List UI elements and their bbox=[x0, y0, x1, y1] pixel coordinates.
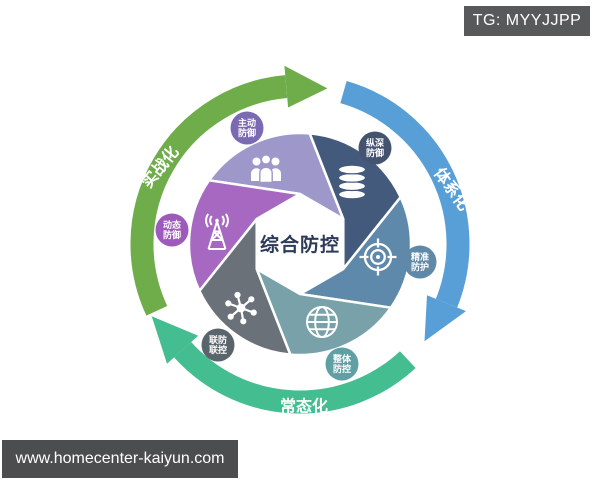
outer-ring: 实战化 体系化 常态化 bbox=[130, 65, 474, 416]
badge-overall-control: 整体 防控 bbox=[325, 347, 359, 381]
svg-text:防御: 防御 bbox=[163, 229, 181, 240]
svg-text:防御: 防御 bbox=[238, 127, 256, 138]
badge-joint-prevention: 联防 联控 bbox=[201, 328, 235, 362]
badge-dynamic-defense: 动态 防御 bbox=[155, 213, 189, 247]
network-icon bbox=[225, 291, 257, 325]
badge-active-defense: 主动 防御 bbox=[230, 111, 264, 145]
practical-arc bbox=[130, 75, 288, 316]
svg-text:防御: 防御 bbox=[366, 147, 384, 158]
tg-channel-text: TG: MYYJJPP bbox=[472, 12, 582, 29]
normalized-arc-arrowhead bbox=[151, 316, 199, 364]
badge-precise-protection: 精准 防护 bbox=[403, 245, 437, 279]
svg-text:联防: 联防 bbox=[209, 334, 227, 345]
target-icon bbox=[359, 238, 397, 276]
systematic-arc-arrowhead bbox=[424, 295, 466, 342]
normalized-arc bbox=[174, 341, 416, 414]
tower-icon bbox=[205, 213, 229, 250]
watermark-text: www.homecenter-kaiyun.com bbox=[15, 450, 225, 467]
center-title: 综合防控 bbox=[260, 233, 340, 256]
globe-icon bbox=[306, 306, 338, 338]
svg-text:动态: 动态 bbox=[163, 219, 181, 230]
practical-arc-arrowhead bbox=[284, 65, 328, 108]
svg-text:纵深: 纵深 bbox=[366, 137, 384, 148]
svg-text:整体: 整体 bbox=[332, 353, 352, 364]
svg-text:防护: 防护 bbox=[411, 261, 429, 272]
badge-defense-in-depth: 纵深 防御 bbox=[358, 131, 392, 165]
blade-dynamic-defense bbox=[187, 179, 302, 293]
tg-channel-label: TG: MYYJJPP bbox=[464, 6, 590, 36]
svg-text:主动: 主动 bbox=[238, 117, 256, 128]
svg-text:防控: 防控 bbox=[333, 363, 351, 374]
svg-text:精准: 精准 bbox=[411, 251, 429, 262]
ring-label-normalized: 常态化 bbox=[280, 397, 328, 416]
watermark-label: www.homecenter-kaiyun.com bbox=[2, 440, 238, 478]
svg-text:联控: 联控 bbox=[209, 344, 227, 355]
people-icon bbox=[251, 154, 281, 184]
badges: 主动 防御 纵深 防御 精准 防护 整体 防控 联防 联控 bbox=[155, 111, 437, 381]
systematic-arc bbox=[340, 81, 470, 308]
database-icon bbox=[337, 164, 367, 200]
